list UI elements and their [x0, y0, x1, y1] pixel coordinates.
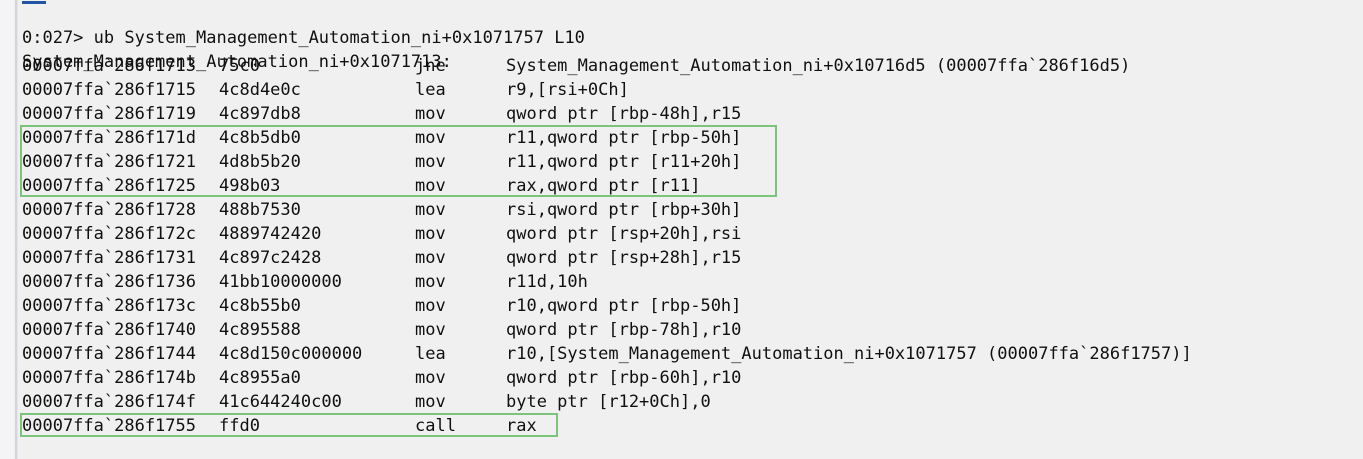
- instruction-bytes: 4889742420: [219, 224, 322, 244]
- instruction-operands: r9,[rsi+0Ch]: [506, 80, 629, 100]
- instruction-address: 00007ffa`286f1721: [22, 152, 196, 172]
- instruction-bytes: 75c0: [219, 56, 260, 76]
- instruction-bytes: 4c8b55b0: [219, 296, 301, 316]
- instruction-bytes: 4c897db8: [219, 104, 301, 124]
- instruction-mnemonic: mov: [415, 368, 446, 388]
- instruction-address: 00007ffa`286f1740: [22, 320, 196, 340]
- instruction-bytes: ffd0: [219, 416, 260, 436]
- instruction-bytes: 41c644240c00: [219, 392, 342, 412]
- instruction-address: 00007ffa`286f1713: [22, 56, 196, 76]
- instruction-mnemonic: mov: [415, 296, 446, 316]
- instruction-bytes: 4c8b5db0: [219, 128, 301, 148]
- instruction-operands: qword ptr [rbp-60h],r10: [506, 368, 742, 388]
- instruction-mnemonic: lea: [415, 344, 446, 364]
- instruction-address: 00007ffa`286f1755: [22, 416, 196, 436]
- instruction-operands: r10,[System_Management_Automation_ni+0x1…: [506, 344, 1192, 364]
- instruction-bytes: 488b7530: [219, 200, 301, 220]
- instruction-mnemonic: lea: [415, 80, 446, 100]
- instruction-operands: r11,qword ptr [rbp-50h]: [506, 128, 742, 148]
- instruction-address: 00007ffa`286f1728: [22, 200, 196, 220]
- instruction-operands: qword ptr [rsp+28h],r15: [506, 248, 742, 268]
- instruction-operands: System_Management_Automation_ni+0x10716d…: [506, 56, 1131, 76]
- instruction-operands: byte ptr [r12+0Ch],0: [506, 392, 711, 412]
- prompt-line-text: 0:027> ub System_Management_Automation_n…: [22, 28, 585, 48]
- instruction-address: 00007ffa`286f174b: [22, 368, 196, 388]
- instruction-operands: rsi,qword ptr [rbp+30h]: [506, 200, 742, 220]
- instruction-bytes: 41bb10000000: [219, 272, 342, 292]
- instruction-mnemonic: mov: [415, 176, 446, 196]
- instruction-mnemonic: mov: [415, 224, 446, 244]
- instruction-operands: qword ptr [rbp-78h],r10: [506, 320, 742, 340]
- instruction-bytes: 4d8b5b20: [219, 152, 301, 172]
- instruction-operands: rax,qword ptr [r11]: [506, 176, 701, 196]
- instruction-address: 00007ffa`286f1725: [22, 176, 196, 196]
- instruction-mnemonic: mov: [415, 272, 446, 292]
- instruction-bytes: 4c8d150c000000: [219, 344, 363, 364]
- instruction-mnemonic: mov: [415, 320, 446, 340]
- instruction-mnemonic: call: [415, 416, 456, 436]
- instruction-bytes: 4c895588: [219, 320, 301, 340]
- instruction-operands: r10,qword ptr [rbp-50h]: [506, 296, 742, 316]
- instruction-address: 00007ffa`286f173c: [22, 296, 196, 316]
- instruction-operands: rax: [506, 416, 537, 436]
- disassembly-console[interactable]: 0:027> ub System_Management_Automation_n…: [20, 0, 1363, 459]
- instruction-address: 00007ffa`286f1731: [22, 248, 196, 268]
- gutter-divider: [15, 0, 17, 459]
- instruction-address: 00007ffa`286f1744: [22, 344, 196, 364]
- instruction-mnemonic: mov: [415, 200, 446, 220]
- instruction-mnemonic: mov: [415, 152, 446, 172]
- instruction-mnemonic: mov: [415, 128, 446, 148]
- symbol-header-text: System_Management_Automation_ni+0x107171…: [22, 52, 452, 72]
- instruction-operands: r11d,10h: [506, 272, 588, 292]
- instruction-operands: r11,qword ptr [r11+20h]: [506, 152, 742, 172]
- instruction-bytes: 498b03: [219, 176, 281, 196]
- instruction-address: 00007ffa`286f174f: [22, 392, 196, 412]
- instruction-bytes: 4c8955a0: [219, 368, 301, 388]
- instruction-address: 00007ffa`286f171d: [22, 128, 196, 148]
- left-gutter: [0, 0, 14, 459]
- blue-rule-fragment: [22, 1, 46, 4]
- instruction-address: 00007ffa`286f1715: [22, 80, 196, 100]
- instruction-operands: qword ptr [rbp-48h],r15: [506, 104, 742, 124]
- instruction-mnemonic: mov: [415, 104, 446, 124]
- instruction-mnemonic: mov: [415, 392, 446, 412]
- instruction-address: 00007ffa`286f1736: [22, 272, 196, 292]
- instruction-bytes: 4c897c2428: [219, 248, 322, 268]
- instruction-address: 00007ffa`286f1719: [22, 104, 196, 124]
- instruction-bytes: 4c8d4e0c: [219, 80, 301, 100]
- instruction-operands: qword ptr [rsp+20h],rsi: [506, 224, 742, 244]
- instruction-mnemonic: mov: [415, 248, 446, 268]
- instruction-address: 00007ffa`286f172c: [22, 224, 196, 244]
- instruction-mnemonic: jne: [415, 56, 446, 76]
- gutter-divider-inner: [17, 0, 18, 459]
